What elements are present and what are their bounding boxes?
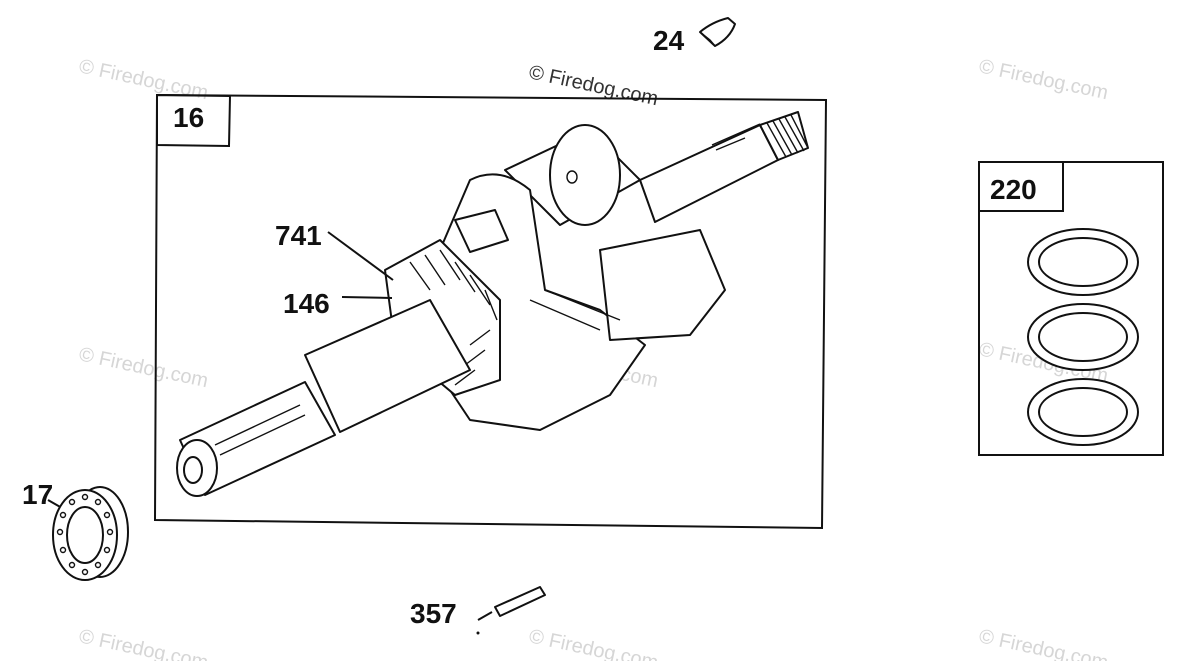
gear-callouts[interactable]: 741 146	[275, 220, 394, 319]
crankshaft-frame-border	[153, 93, 828, 530]
woodruff-key	[699, 17, 736, 47]
callout-357[interactable]: 357	[410, 598, 457, 629]
pin-dot	[476, 631, 480, 635]
key-part[interactable]: 24	[653, 17, 736, 56]
bearing-part[interactable]: 17	[22, 479, 129, 581]
callout-146[interactable]: 146	[283, 288, 330, 319]
watermark: © Firedog.com	[527, 61, 660, 110]
dowel-pin	[494, 586, 546, 617]
journal-collar	[549, 124, 621, 226]
crankshaft-illustration[interactable]	[176, 111, 809, 497]
pto-shaft-journal	[304, 299, 471, 433]
crankshaft-label-box	[156, 93, 232, 148]
ring-set-frame[interactable]: 220	[978, 161, 1164, 456]
oil-hole	[566, 170, 578, 184]
keyway-slot	[711, 123, 761, 151]
watermark: © Firedog.com	[77, 343, 210, 392]
watermark: © Firedog.com	[77, 625, 210, 661]
piston-ring-2-inner	[1038, 312, 1128, 362]
leader-146	[341, 296, 393, 299]
piston-ring-1-inner	[1038, 237, 1128, 287]
leader-357	[477, 611, 493, 621]
piston-ring-3-inner	[1038, 387, 1128, 437]
watermark: © Firedog.com	[527, 625, 660, 661]
crankshaft-assembly-frame[interactable]: 16	[153, 93, 828, 530]
callout-220[interactable]: 220	[990, 174, 1037, 205]
output-shaft	[639, 124, 779, 223]
bearing-balls	[56, 493, 114, 576]
watermark: © Firedog.com	[77, 55, 210, 104]
pto-shaft-center	[183, 456, 203, 484]
key-edge	[699, 31, 716, 47]
watermark: © Firedog.com	[977, 625, 1110, 661]
watermark: © Firedog.com	[977, 55, 1110, 104]
callout-16[interactable]: 16	[173, 102, 204, 133]
ring-set-frame-border	[978, 161, 1164, 456]
web-edges	[529, 289, 621, 331]
ring-set-label-box	[978, 161, 1064, 212]
pto-keyway	[214, 404, 306, 456]
leader-741	[327, 231, 394, 281]
thread-lines	[766, 114, 809, 158]
ball-bearing-bore	[66, 506, 104, 564]
crank-web-right	[599, 229, 726, 341]
pin-part[interactable]: 357	[410, 586, 546, 635]
callout-741[interactable]: 741	[275, 220, 322, 251]
callout-24[interactable]: 24	[653, 25, 685, 56]
callout-17[interactable]: 17	[22, 479, 53, 510]
crankpin-flat	[454, 209, 509, 253]
gear-teeth	[409, 249, 498, 386]
